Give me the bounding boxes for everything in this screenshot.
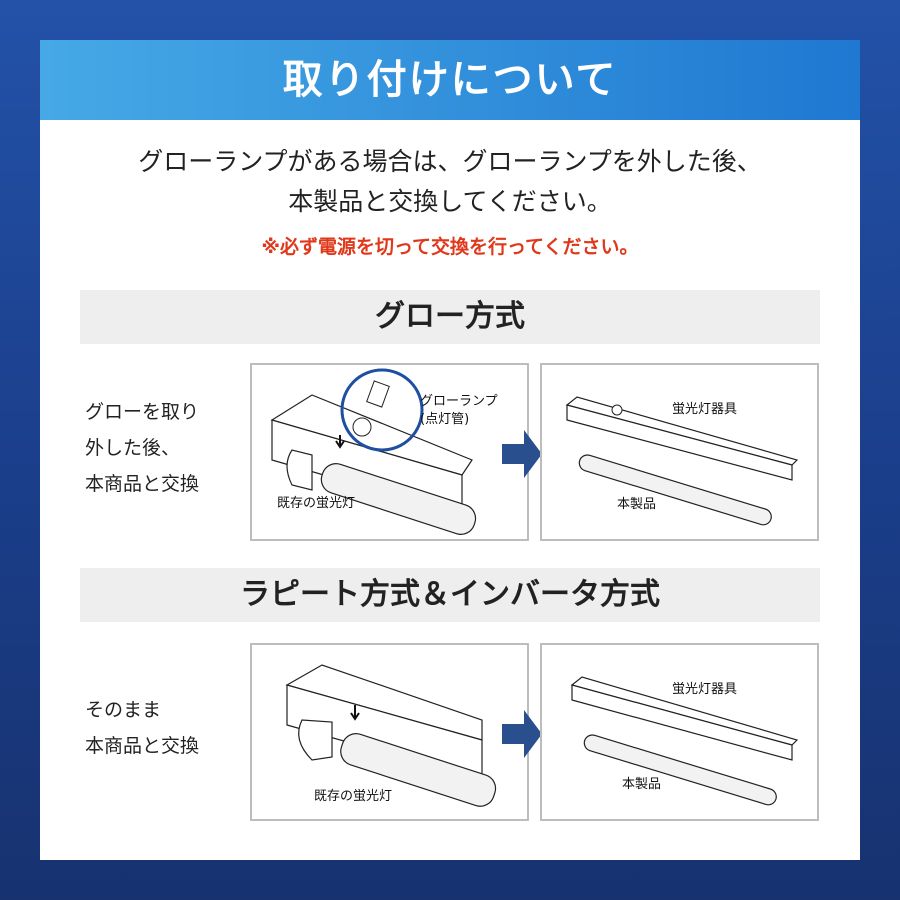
intro-line-2: 本製品と交換してください。 [288,187,612,216]
label-glow-lamp: グローランプ [420,394,498,409]
rapid-before-illustration: 既存の蛍光灯 [250,643,529,821]
installation-card: 取り付けについて グローランプがある場合は、グローランプを外した後、 本製品と交… [40,40,860,860]
side-line: 本商品と交換 [85,735,200,757]
glow-side-text: グローを取り 外した後、 本商品と交換 [85,394,199,502]
section-glow-title: グロー方式 [80,290,820,344]
rapid-side-text: そのまま 本商品と交換 [85,692,199,764]
label-product: 本製品 [622,777,661,792]
label-fixture: 蛍光灯器具 [672,682,737,697]
label-existing-lamp: 既存の蛍光灯 [314,789,392,804]
side-line: グローを取り [85,401,200,423]
label-existing-lamp: 既存の蛍光灯 [277,496,355,511]
page-title: 取り付けについて [40,40,860,120]
glow-before-illustration: グローランプ (点灯管) 既存の蛍光灯 [250,363,529,541]
arrow-right-icon [502,710,542,758]
label-product: 本製品 [617,497,656,512]
section-rapid-title: ラピート方式＆インバータ方式 [80,568,820,622]
warning-note: ※必ず電源を切って交換を行ってください。 [261,236,639,258]
intro-line-1: グローランプがある場合は、グローランプを外した後、 [138,147,762,176]
label-fixture: 蛍光灯器具 [672,402,737,417]
side-line: 本商品と交換 [85,473,200,495]
glow-after-illustration: 蛍光灯器具 本製品 [540,363,819,541]
rapid-after-illustration: 蛍光灯器具 本製品 [540,643,819,821]
arrow-right-icon [502,430,542,478]
side-line: 外した後、 [85,437,181,459]
side-line: そのまま [85,699,162,721]
label-glow-lamp-sub: (点灯管) [420,412,469,427]
